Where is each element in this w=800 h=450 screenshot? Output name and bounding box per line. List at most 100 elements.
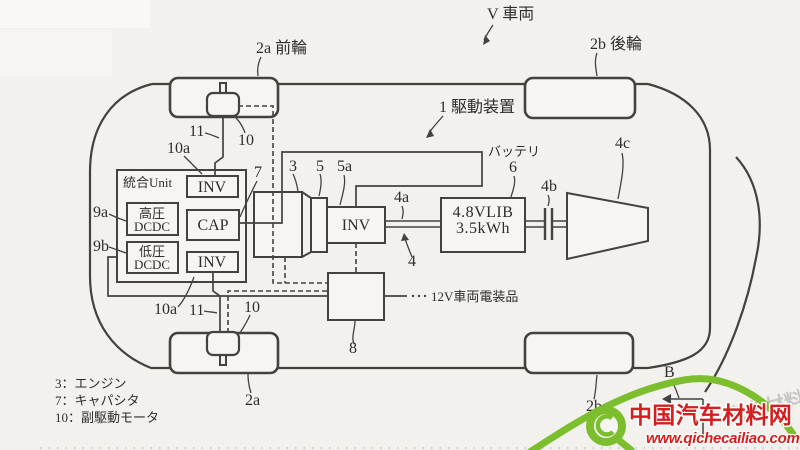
label-5: 5 bbox=[316, 158, 324, 175]
lv-dcdc-box bbox=[126, 241, 179, 274]
integrated-unit bbox=[116, 169, 247, 283]
inv-top-text: INV bbox=[198, 179, 227, 196]
shaft-4a-left bbox=[385, 220, 441, 228]
engine-block bbox=[253, 191, 303, 258]
leader-9b bbox=[108, 246, 127, 254]
final-drive-cone bbox=[566, 191, 649, 261]
label-11-bottom: 11 bbox=[189, 302, 204, 319]
watermark-url: www.qichecailiao.com bbox=[646, 430, 800, 447]
label-5a: 5a bbox=[337, 158, 352, 175]
rear-wheel-leader bbox=[594, 52, 598, 77]
rear-wheel-label: 2b 後輪 bbox=[590, 35, 642, 53]
reference-labels: V 車両 2a 前輪 2b 後輪 1 駆動装置 10a 11 10 7 3 5 … bbox=[93, 5, 642, 415]
twelve-v-label: 12V車両電装品 bbox=[431, 289, 518, 304]
legend-engine: 3：エンジン bbox=[55, 376, 127, 391]
leader-3 bbox=[292, 173, 299, 192]
car-rear-outline bbox=[647, 82, 712, 370]
legend-capacitor: 7：キャパシタ bbox=[55, 393, 140, 408]
front-wheel-leader bbox=[256, 56, 262, 77]
leader-2b-bottom bbox=[593, 374, 598, 400]
hv-dcdc-box bbox=[126, 202, 179, 236]
leader-10a-bottom bbox=[177, 276, 195, 308]
rear-right-wheel bbox=[523, 331, 635, 375]
motor-generator-block bbox=[310, 197, 328, 253]
car-front-outline bbox=[88, 82, 153, 370]
cap-box bbox=[186, 209, 240, 241]
label-10-top: 10 bbox=[238, 132, 254, 149]
label-9b: 9b bbox=[93, 238, 109, 255]
inv-top-box bbox=[186, 175, 239, 198]
drive-device-arrow-line bbox=[428, 115, 444, 134]
rear-left-wheel bbox=[523, 76, 637, 120]
leader-6 bbox=[510, 175, 516, 198]
partial-arrowhead bbox=[662, 394, 671, 404]
main-inverter-box bbox=[326, 206, 386, 244]
dot bbox=[423, 294, 427, 298]
leader-11-top bbox=[204, 132, 220, 139]
battery-name-label: バッテリ bbox=[488, 144, 540, 159]
label-10-bottom: 10 bbox=[244, 299, 260, 316]
leader-9a bbox=[108, 213, 127, 222]
label-8: 8 bbox=[349, 340, 357, 357]
partial-arrow-line bbox=[667, 398, 704, 437]
leader-7 bbox=[239, 180, 258, 218]
label-6: 6 bbox=[509, 159, 517, 176]
front-wheel-label: 2a 前輪 bbox=[256, 39, 307, 57]
label-10a-bottom: 10a bbox=[154, 301, 177, 318]
inv-bottom-text: INV bbox=[198, 254, 227, 271]
label-4c: 4c bbox=[615, 135, 630, 152]
label-9a: 9a bbox=[93, 204, 108, 221]
leader-8 bbox=[352, 320, 356, 345]
label-4b: 4b bbox=[541, 178, 557, 195]
leader-11-bottom bbox=[203, 310, 218, 314]
motor-body bbox=[205, 91, 241, 118]
leader-10-bottom bbox=[239, 314, 251, 334]
integrated-unit-title: 統合Unit bbox=[123, 175, 173, 190]
label-b-partial: B bbox=[664, 364, 675, 381]
car-rear-bumper-arc bbox=[704, 156, 761, 393]
shaft-4a-mid bbox=[525, 220, 544, 228]
motor-body bbox=[205, 330, 241, 357]
leader-2a-bottom bbox=[247, 373, 252, 394]
hv-dcdc-line2: DCDC bbox=[134, 219, 170, 234]
leader-4c bbox=[617, 152, 624, 200]
dot bbox=[411, 294, 415, 298]
label-4a: 4a bbox=[394, 189, 409, 206]
hv-dcdc-line1: 高圧 bbox=[139, 206, 165, 221]
rear-motor-dashed-wire bbox=[227, 290, 328, 333]
lv-dcdc-line1: 低圧 bbox=[139, 244, 165, 259]
legend-sub-motor: 10：副駆動モータ bbox=[55, 410, 159, 425]
vehicle-arrowhead bbox=[483, 35, 490, 45]
coupling-4b-bars bbox=[543, 208, 554, 240]
q-tail bbox=[612, 434, 635, 450]
label-11-top: 11 bbox=[189, 123, 204, 140]
watermark-car-swoosh bbox=[527, 375, 797, 450]
main-inverter-text: INV bbox=[342, 217, 371, 234]
leader-5a bbox=[339, 174, 346, 206]
label-2a-bottom: 2a bbox=[245, 392, 260, 409]
drive-device-label: 1 駆動装置 bbox=[439, 98, 515, 116]
dot bbox=[417, 294, 421, 298]
watermark: 汽车材料网 中国汽车材料网 www.qichecailiao.com bbox=[527, 375, 800, 450]
vehicle-label: V 車両 bbox=[487, 5, 534, 23]
battery-spec2: 3.5kWh bbox=[456, 220, 510, 237]
leader-5 bbox=[318, 173, 322, 197]
leader-4b bbox=[547, 194, 550, 207]
q-inner-swirl bbox=[595, 414, 615, 437]
arrowhead-4 bbox=[401, 233, 409, 241]
label-3: 3 bbox=[289, 158, 297, 175]
capacitor-to-inverter-wire bbox=[239, 151, 483, 224]
drive-device-arrowhead bbox=[426, 129, 434, 138]
leader-4a bbox=[401, 205, 404, 220]
shaft-4a-right bbox=[553, 220, 567, 228]
leader-10-top bbox=[235, 117, 246, 134]
label-7: 7 bbox=[254, 164, 262, 181]
unit-to-junction-wire bbox=[107, 256, 328, 297]
cap-text: CAP bbox=[197, 217, 228, 234]
label-10a-top: 10a bbox=[167, 140, 190, 157]
junction-box-8 bbox=[327, 272, 385, 321]
battery-box bbox=[440, 197, 526, 253]
dashed-12v-wiring bbox=[227, 105, 357, 333]
